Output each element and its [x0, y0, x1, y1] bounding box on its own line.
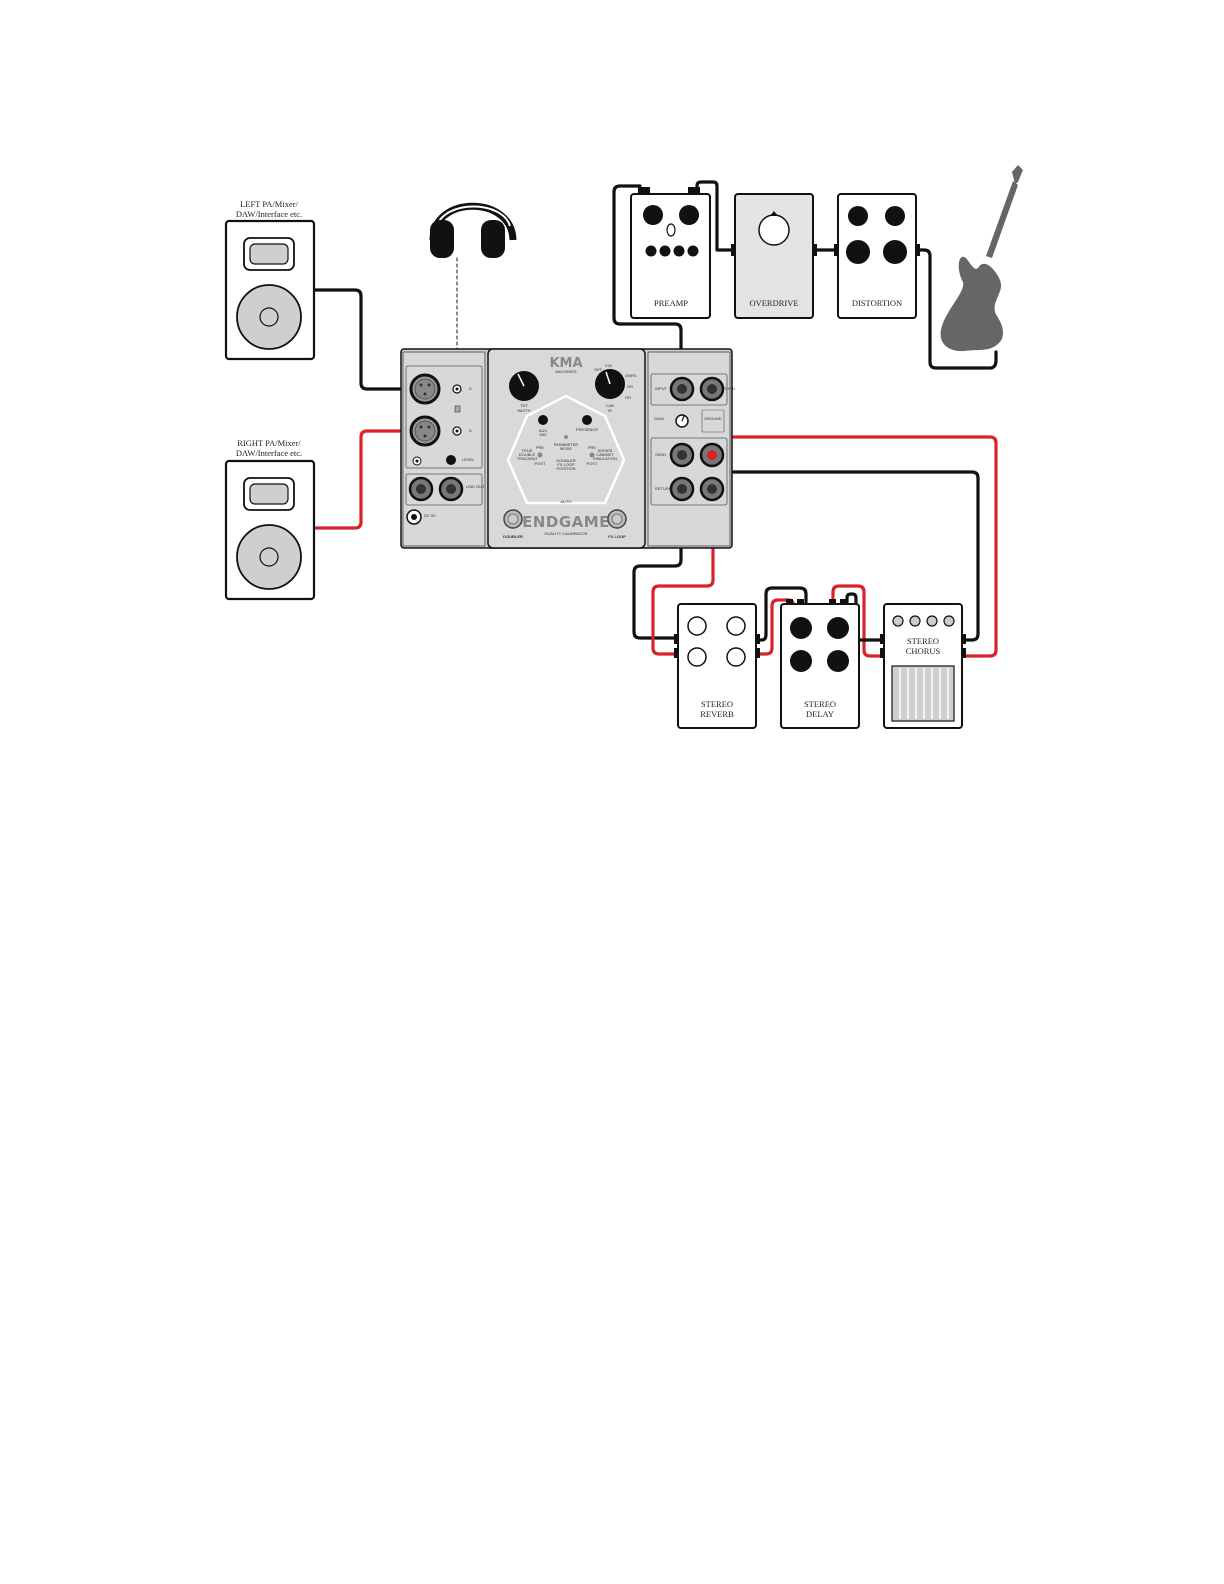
left-panel-level-label: LEVEL — [462, 457, 475, 462]
return-left-jack[interactable] — [669, 476, 695, 502]
xlr-right-output[interactable] — [409, 415, 441, 447]
post-label-left: POST — [535, 461, 546, 466]
cabinet-label: CABINET — [596, 452, 614, 457]
stereo-reverb-pedal: STEREO REVERB — [674, 603, 760, 729]
ground-lift-label: GROUND — [704, 416, 722, 421]
chorus-label-line2: CHORUS — [906, 646, 941, 656]
center-panel: KMA MACHINES TDT WIDTH CAB IR OFF V30 GN… — [503, 356, 637, 539]
chorus-footswitch-pad[interactable] — [891, 665, 955, 722]
ir-opt-gnrs: GNRS — [625, 373, 637, 378]
cable-preamp-overdrive — [695, 180, 737, 252]
fxloop-footswitch[interactable] — [607, 509, 627, 529]
distortion-label: DISTORTION — [852, 298, 902, 308]
speaker-icon — [236, 524, 302, 590]
headphones-icon — [429, 202, 517, 258]
reverb-label-line2: REVERB — [700, 709, 734, 719]
doubler-footswitch[interactable] — [503, 509, 523, 529]
tdt-label: TDT — [520, 403, 528, 408]
position-label: POSITION — [556, 466, 575, 471]
pre-label-right: PRE — [588, 445, 597, 450]
delay-label-line2: DELAY — [806, 709, 834, 719]
right-pa-label-line2: DAW/Interface etc. — [236, 448, 302, 458]
input-jack[interactable] — [669, 376, 695, 402]
width-label: WIDTH — [517, 408, 530, 413]
reverb-label-line1: STEREO — [701, 699, 733, 709]
left-panel-dc-label: DC 9V — [424, 513, 436, 518]
post-label-right: POST — [587, 461, 598, 466]
distortion-pedal: DISTORTION — [834, 193, 920, 319]
product-subtitle: DUALITY CALIBRATOR — [544, 531, 587, 536]
presence-knob[interactable] — [582, 415, 592, 425]
cab-label: CAB — [606, 403, 615, 408]
aux-mix-knob[interactable] — [538, 415, 548, 425]
cable-delay-chorus-1 — [831, 584, 885, 658]
thru-label: THRU — [724, 386, 735, 391]
cable-left-output — [312, 288, 426, 391]
ir-opt-or: OR — [625, 395, 631, 400]
endgame-unit: D D LINE OUT DC 9V LEVEL KMA MACHINES — [400, 348, 735, 549]
preamp-pedal: PREAMP — [630, 187, 711, 319]
svg-text:D: D — [469, 386, 472, 391]
fxloop-pos-label: FX LOOP — [557, 462, 575, 467]
double-label: DOUBLE — [519, 452, 536, 457]
brand-logo: KMA — [549, 356, 582, 371]
return-right-jack[interactable] — [699, 476, 725, 502]
input-label: INPUT — [655, 386, 668, 391]
right-pa-label-line1: RIGHT PA/Mixer/ — [237, 438, 301, 448]
mode-label: MODE — [560, 446, 572, 451]
return-label: RETURN — [655, 486, 672, 491]
input-gain-knob[interactable] — [675, 414, 689, 428]
stereo-chorus-pedal: STEREO CHORUS — [880, 603, 966, 729]
guitar-icon — [940, 165, 1023, 352]
mix-label: MIX — [539, 432, 546, 437]
preamp-label: PREAMP — [654, 298, 688, 308]
ir-opt-gr: GR — [627, 384, 633, 389]
thru-jack[interactable] — [699, 376, 725, 402]
ir-opt-v30: V30 — [605, 363, 613, 368]
cable-return-left — [651, 487, 715, 656]
cable-right-output — [312, 429, 426, 530]
left-speaker — [224, 219, 316, 361]
product-name: ENDGAME — [522, 513, 610, 531]
delay-label-line1: STEREO — [804, 699, 836, 709]
speaker-icon — [236, 284, 302, 350]
send-left-jack[interactable] — [669, 442, 695, 468]
xlr-left-output[interactable] — [409, 373, 441, 405]
left-panel-line-label: LINE OUT — [466, 484, 485, 489]
cable-guitar — [914, 248, 998, 370]
cab-ir-knob[interactable] — [595, 369, 625, 399]
gain-label: GAIN — [654, 416, 664, 421]
overdrive-pedal: OVERDRIVE — [731, 193, 817, 319]
tracking-label: TRACKING — [517, 456, 538, 461]
pre-label-left: PRE — [536, 445, 545, 450]
aux-label: AUX — [539, 428, 548, 433]
left-pa-label-line2: DAW/Interface etc. — [236, 209, 302, 219]
send-right-jack[interactable] — [699, 442, 725, 468]
left-panel: D D LINE OUT DC 9V LEVEL — [405, 365, 485, 525]
simulation-label: SIMULATION — [593, 456, 617, 461]
auto-label: AUTO — [560, 499, 571, 504]
doubler-pos-label: DOUBLER — [556, 458, 575, 463]
tdt-width-knob[interactable] — [509, 371, 539, 401]
send-label: SEND — [655, 452, 666, 457]
overdrive-label: OVERDRIVE — [749, 298, 798, 308]
right-speaker — [224, 459, 316, 601]
series-label: SERIES — [598, 448, 613, 453]
ir-opt-off: OFF — [594, 367, 603, 372]
doubler-footswitch-label: DOUBLER — [503, 534, 523, 539]
svg-text:D: D — [469, 428, 472, 433]
brand-sub: MACHINES — [555, 369, 576, 374]
cable-preamp-to-input — [612, 184, 683, 386]
left-pa-label-line1: LEFT PA/Mixer/ — [240, 199, 298, 209]
presence-label: PRESENCE — [576, 427, 598, 432]
stereo-delay-pedal: STEREO DELAY — [780, 599, 860, 729]
true-label: TRUE — [522, 448, 533, 453]
right-panel: INPUT THRU GAIN GROUND — [650, 373, 735, 506]
parameter-label: PARAMETER — [554, 442, 579, 447]
fxloop-footswitch-label: FX LOOP — [608, 534, 626, 539]
chorus-label-line1: STEREO — [907, 636, 939, 646]
ir-label: IR — [608, 408, 612, 413]
cable-reverb-delay-1 — [754, 586, 808, 642]
